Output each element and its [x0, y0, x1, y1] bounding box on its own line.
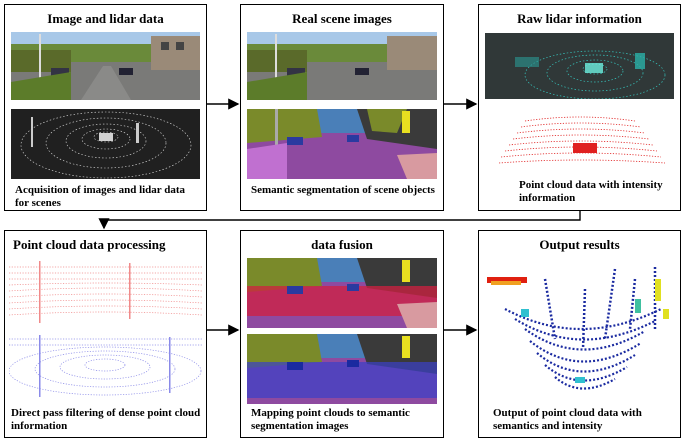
arrow-panel3-to-panel4	[104, 211, 580, 228]
